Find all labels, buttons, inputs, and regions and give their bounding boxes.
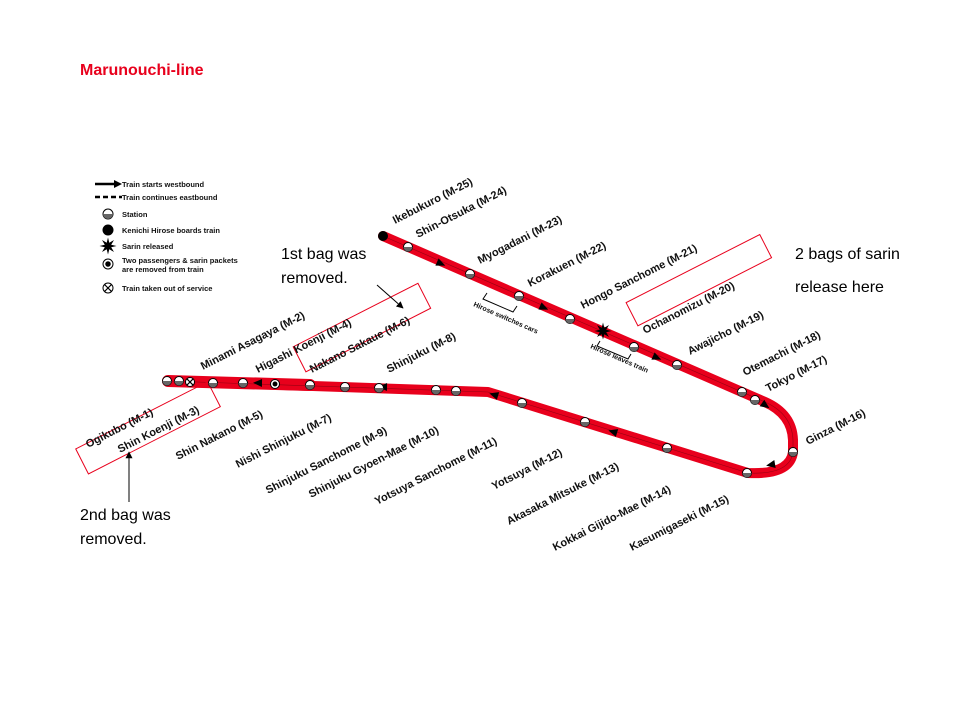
shin-koenji-highlight-box xyxy=(75,381,221,475)
station-marker-m-2 xyxy=(174,376,184,386)
first-bag-note-line2: removed. xyxy=(281,270,348,287)
legend-symbol-station-icon xyxy=(102,208,114,220)
direction-arrow xyxy=(759,399,770,409)
legend-symbol-out-icon xyxy=(102,282,114,294)
station-marker-m-11 xyxy=(451,386,461,396)
ochanomizu-highlight-box xyxy=(625,233,773,327)
direction-arrow xyxy=(435,258,446,266)
page-title: Marunouchi-line xyxy=(80,62,204,79)
legend-item-station: Station xyxy=(102,208,148,220)
legend-label-line2: are removed from train xyxy=(122,265,204,274)
legend-symbol-sarin-icon xyxy=(99,237,117,255)
station-marker-m-7 xyxy=(305,380,315,390)
station-label-m-19: Awajicho (M-19) xyxy=(686,309,766,358)
legend-label: Train starts westbound xyxy=(122,180,205,189)
first-bag-note: 1st bag was removed. xyxy=(281,243,366,291)
first-bag-pointer-arrow xyxy=(376,284,404,309)
station-label-m-25: Ikebukuro (M-25) xyxy=(391,176,475,227)
switch-cars-text: Hirose switches cars xyxy=(472,301,539,335)
station-marker-m-25 xyxy=(378,231,388,241)
sarin-release-note-line2: release here xyxy=(795,279,884,296)
station-marker-m-12 xyxy=(517,398,527,408)
station-marker-m-1 xyxy=(162,376,172,386)
first-bag-note-line1: 1st bag was xyxy=(281,246,367,263)
legend-label: Sarin released xyxy=(122,242,174,251)
station-marker-m-17 xyxy=(750,395,760,405)
direction-arrow xyxy=(651,352,662,360)
second-bag-note-line2: removed. xyxy=(80,531,147,548)
station-marker-m-18 xyxy=(737,387,747,397)
stations xyxy=(162,231,798,478)
legend-label: Train continues eastbound xyxy=(122,193,218,202)
sarin-release-note: 2 bags of sarin release here xyxy=(795,238,900,304)
station-marker-m-20 xyxy=(629,342,639,352)
legend-item-boards: Kenichi Hirose boards train xyxy=(102,224,220,236)
station-marker-m-9 xyxy=(374,383,384,393)
station-marker-m-10 xyxy=(431,385,441,395)
station-marker-m-13 xyxy=(580,417,590,427)
station-label-m-2: Minami Asagaya (M-2) xyxy=(199,310,307,373)
legend-item-dashed: Train continues eastbound xyxy=(95,193,218,202)
station-label-m-8: Shinjuku (M-8) xyxy=(385,330,458,375)
legend-item-arrow: Train starts westbound xyxy=(95,180,205,189)
sarin-release-icon xyxy=(594,322,612,340)
legend-label: Two passengers & sarin packets xyxy=(122,256,238,265)
legend-item-out: Train taken out of service xyxy=(102,282,212,294)
station-marker-m-16 xyxy=(788,447,798,457)
station-marker-m-23 xyxy=(465,269,475,279)
sarin-release-note-line1: 2 bags of sarin xyxy=(795,246,900,263)
station-marker-m-22 xyxy=(514,291,524,301)
legend-label: Station xyxy=(122,210,148,219)
station-marker-m-6 xyxy=(270,379,280,389)
direction-arrow xyxy=(489,392,500,400)
legend-symbol-boards-icon xyxy=(102,224,114,236)
station-label-m-23: Myogadani (M-23) xyxy=(476,214,565,267)
track-centerline xyxy=(167,235,794,474)
direction-arrow xyxy=(538,302,549,310)
station-label-m-16: Ginza (M-16) xyxy=(804,407,868,448)
station-label-m-12: Yotsuya (M-12) xyxy=(490,447,565,493)
station-marker-m-24 xyxy=(403,242,413,252)
direction-arrow xyxy=(608,429,619,437)
legend-symbol-removed-icon xyxy=(102,258,114,270)
marunouchi-line-track xyxy=(163,231,798,479)
station-marker-m-21 xyxy=(565,314,575,324)
second-bag-note: 2nd bag was removed. xyxy=(80,504,171,552)
station-marker-m-15 xyxy=(742,468,752,478)
station-marker-m-19 xyxy=(672,360,682,370)
station-marker-m-5 xyxy=(238,378,248,388)
direction-arrow xyxy=(766,460,776,468)
legend-label: Train taken out of service xyxy=(122,284,212,293)
legend-item-sarin: Sarin released xyxy=(99,237,174,255)
station-marker-m-8 xyxy=(340,382,350,392)
legend-label: Kenichi Hirose boards train xyxy=(122,226,220,235)
direction-arrow xyxy=(253,379,263,387)
station-label-m-22: Korakuen (M-22) xyxy=(526,240,609,290)
station-marker-m-4 xyxy=(208,378,218,388)
nakano-sakaue-highlight-box xyxy=(292,282,432,373)
station-marker-m-3 xyxy=(185,377,195,387)
direction-arrows xyxy=(253,258,776,468)
legend-symbol-arrow-icon xyxy=(95,180,122,188)
station-marker-m-14 xyxy=(662,443,672,453)
second-bag-note-line1: 2nd bag was xyxy=(80,507,171,524)
